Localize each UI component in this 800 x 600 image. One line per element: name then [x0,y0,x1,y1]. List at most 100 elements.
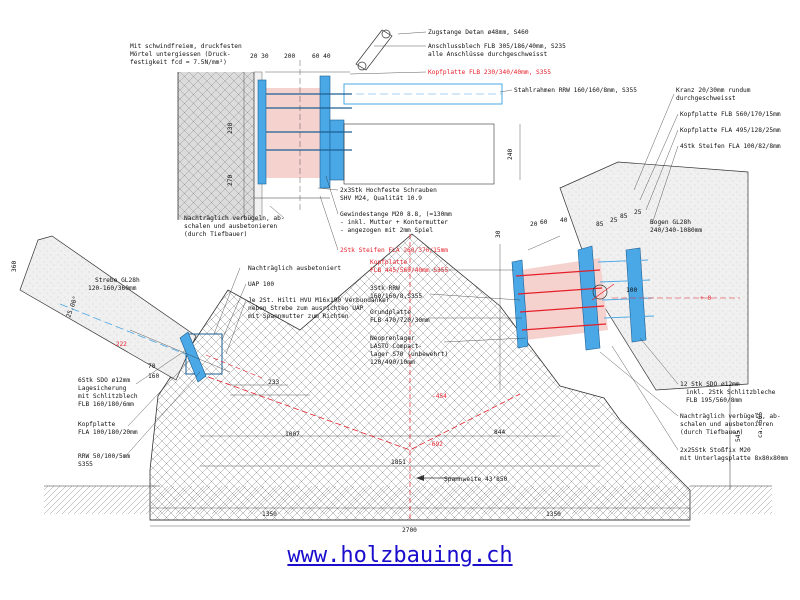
ann-verbuegeln-1: Nachträglich verbügeln, ab- [184,215,285,222]
ann-sdo-3: mit Schlitzblech [78,393,138,400]
left-strut: 360 Strebe GL28h 120-160/360mm 25.00° -2… [11,235,390,468]
ann-3stk-2: 160/160/8,S355 [370,293,422,300]
ann-sdo-r-2: inkl. 2Stk Schlitzbleche [686,389,776,396]
ann-stoss-1: 2x25Stk Stoßfix M20 [680,447,751,454]
ann-uap: UAP 100 [248,281,274,288]
dim-left-2: 270 [227,175,234,186]
level-0: + 0 [700,295,711,302]
ann-stoss-2: mit Unterlagsplatte 8x80x80mm [680,455,788,462]
ann-moertel-3: festigkeit fcd = 7.5N/mm²) [130,59,227,66]
dim-233: 233 [268,379,279,386]
ann-zugstange: Zugstange Detan ø48mm, S460 [428,29,529,36]
ann-kopfplatte-red-center-2: FLB 445/560/40mm S355 [370,267,449,274]
dim-right-85b: 85 [620,213,628,220]
ann-verb-r-3: (durch Tiefbauer) [680,429,743,436]
dim-center-60: 60 [540,219,548,226]
ann-sdo-4: FLB 160/180/6mm [78,401,134,408]
dim-1350-left: 1350 [262,511,277,518]
ann-grund-1: Grundplatte [370,309,411,316]
dim-right: 240 [507,149,514,160]
ann-gewinde-1: Gewindestange M20 8.8, (=130mm [340,211,452,218]
ground-fill [44,486,772,514]
ann-verb-r-1: Nachträglich verbügeln, ab- [680,413,781,420]
ground-plate [511,259,529,349]
dim-center-30: 30 [495,230,502,238]
ann-anschluss-1: Anschlussblech FLB 305/186/40mm, S235 [428,43,566,50]
dim-top-2: 200 [284,53,295,60]
ann-hilti-2: neben Strebe zum ausrichten UAP [248,305,364,312]
head-plate-right-2 [625,247,647,343]
foundation: 1007 1851 844 233 -454 -692 Spannweite 4… [44,233,772,534]
head-plate-left [179,331,207,383]
bolts [266,93,352,151]
dim-center-20: 20 [530,221,538,228]
ann-anschluss-2: alle Anschlüsse durchgeschweisst [428,51,547,58]
dim-2700: 2700 [402,527,417,534]
dim-ca-565: ca. 565 [757,412,764,438]
ann-schrauben-2: SHV M24, Qualität 10.9 [340,195,422,202]
ann-spannweite: Spannweite 43'850 [444,476,508,483]
ann-neo-4: 120/490/10mm [370,359,415,366]
ann-kopfplatte-red-center: Kopfplatte [370,259,408,266]
ann-grund-2: FLB 470/720/30mm [370,317,430,324]
dim-top-1: 20 30 [250,53,269,60]
strebe-1: Strebe GL28h [95,277,140,284]
base-plate [257,79,267,185]
dim-left-1: 230 [227,123,234,134]
ann-hilti-1: Je 2St. Hilti HVU M16x190 Verbundanker [248,297,390,304]
ann-kopf-2: FLA 100/180/20mm [78,429,138,436]
ann-neo-3: lager S70 (unbewehrt) [370,351,448,358]
ann-sdo-r-1: 12 Stk SDO ø12mm [680,381,740,388]
dim-70: 70 [148,363,156,370]
level-692: -692 [428,441,443,448]
dim-545: 545 [735,431,742,442]
strebe-2: 120-160/360mm [88,285,137,292]
dim-100: 100 [626,287,637,294]
level-left: -222 [112,341,127,348]
ann-kranz-2: durchgeschweisst [676,95,736,102]
ann-verbuegeln-2: schalen und ausbetonieren [184,223,277,230]
head-plate-right [577,245,601,351]
ann-kopf-1: Kopfplatte [78,421,116,428]
dim-1350-right: 1350 [546,511,561,518]
dim-1851: 1851 [391,459,406,466]
level-454: -454 [432,393,447,400]
bogen-2: 240/340-1080mm [650,227,702,234]
ann-steifen: 4Stk Steifen FLA 100/82/8mm [680,143,781,150]
ann-kopf2: Kopfplatte FLA 495/128/25mm [680,127,781,134]
top-detail: Mit schwindfreiem, druckfesten Mörtel un… [130,29,637,254]
ann-stahlrahmen: Stahlrahmen RRW 160/160/8mm, S355 [514,87,637,94]
dim-right-85a: 85 [596,221,604,228]
ann-rrw-1: RRW 50/100/5mm [78,453,130,460]
ann-neo-2: LASTO Compact- [370,343,422,350]
ann-hilti-3: mit Spannmutter zum Richten [248,313,349,320]
ann-verb-r-2: schalen und ausbetonieren [680,421,773,428]
ann-sdo-2: Lagesicherung [78,385,127,392]
dim-844: 844 [494,429,505,436]
ann-nachtraeglich: Nachträglich ausbetoniert [248,265,341,272]
tension-rod [355,29,393,71]
dim-right-25b: 25 [634,209,642,216]
ann-moertel-1: Mit schwindfreiem, druckfesten [130,43,242,50]
ann-kranz-1: Kranz 20/30mm rundum [676,87,751,94]
dim-right-25a: 25 [610,217,618,224]
ann-gewinde-3: - angezogen mit 2mm Spiel [340,227,433,234]
dim-160: 160 [148,373,159,380]
dim-top-3: 60 40 [312,53,331,60]
dim-360: 360 [11,261,18,272]
ann-moertel-2: Mörtel untergiessen (Druck- [130,51,231,58]
ann-sdo-r-3: FLB 195/560/8mm [686,397,742,404]
ann-neo-1: Neoprenlager [370,335,415,342]
dim-1007: 1007 [285,431,300,438]
ann-schrauben-1: 2x3Stk Hochfeste Schrauben [340,187,437,194]
arch-connection: 30 20 60 40 Kopfplatte FLB 445/560/40mm … [370,87,788,462]
anchor-bolts [515,269,607,331]
ann-verbuegeln-3: (durch Tiefbauer) [184,231,247,238]
ann-3stk-1: 3Stk RRW [370,285,400,292]
ann-rrw-2: S355 [78,461,93,468]
dim-center-40: 40 [560,217,568,224]
anchor-plate-zone [262,88,322,178]
website-link[interactable]: www.holzbauing.ch [287,543,513,568]
ann-kopf1: Kopfplatte FLB 560/170/15mm [680,111,781,118]
